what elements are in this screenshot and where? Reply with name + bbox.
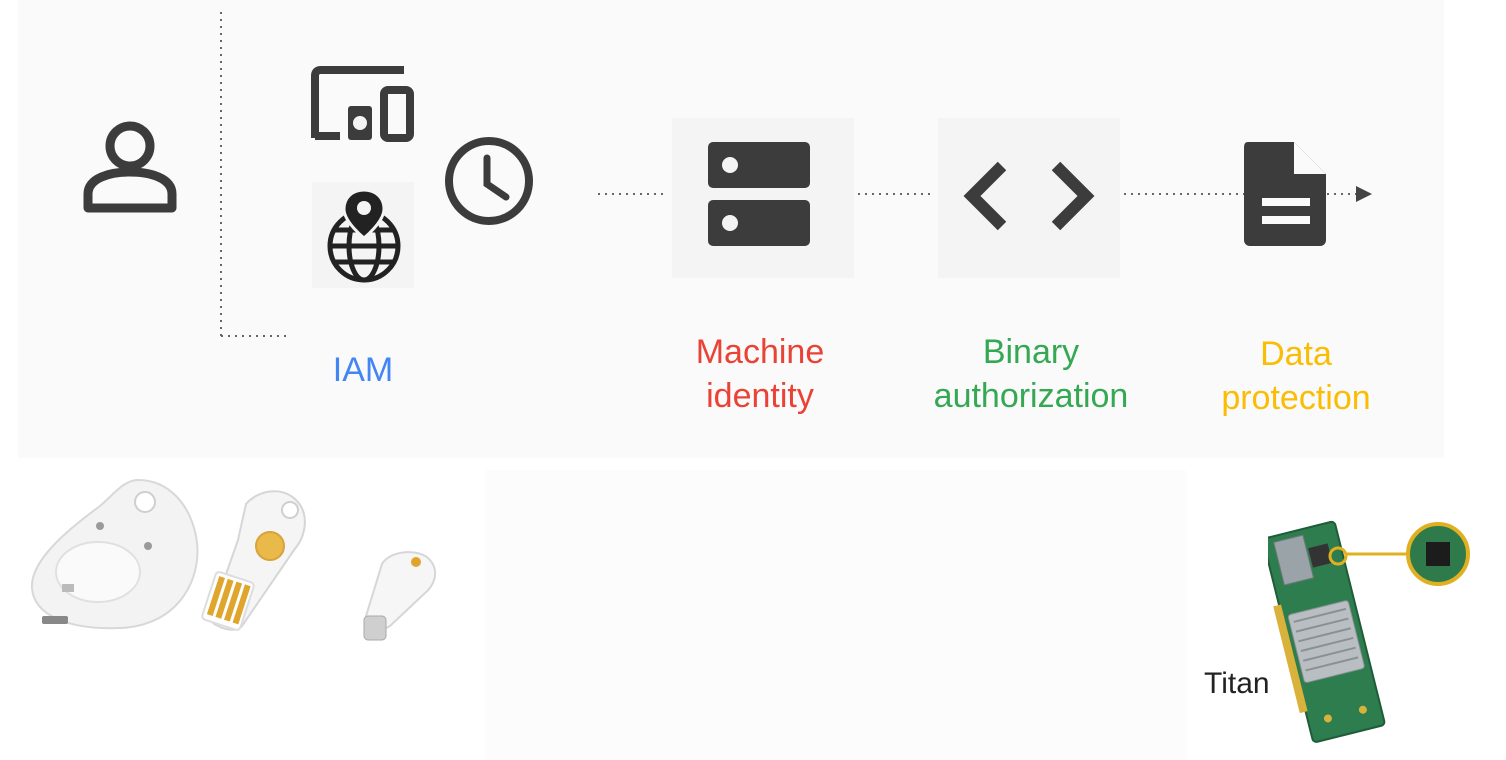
data-protection-line-1: Data	[1260, 335, 1332, 373]
bottom-middle-panel	[486, 470, 1186, 760]
server-icon	[708, 142, 810, 246]
devices-icon	[311, 66, 414, 142]
titan-label: Titan	[1204, 667, 1270, 700]
chip-highlight-circle	[1328, 546, 1348, 566]
bluetooth-security-key	[30, 478, 199, 630]
security-keys-image	[30, 478, 437, 641]
titan-chip	[1426, 542, 1450, 566]
machine-identity-line-1: Machine	[695, 333, 825, 371]
circuit-board	[1268, 520, 1386, 743]
globe-location-icon	[327, 188, 401, 283]
binary-authorization-label: Binary authorization	[908, 330, 1154, 418]
titan-chip-board-image	[1268, 520, 1470, 743]
arrow-head	[1356, 186, 1372, 202]
person-outline-icon	[83, 121, 177, 213]
clock-icon	[445, 137, 533, 225]
binary-authorization-line-2: authorization	[933, 377, 1129, 415]
data-protection-line-2: protection	[1221, 379, 1371, 417]
binary-authorization-line-1: Binary	[982, 333, 1080, 371]
data-protection-label: Data protection	[1196, 332, 1396, 420]
usb-a-security-key	[201, 490, 306, 631]
machine-identity-label: Machine identity	[660, 330, 860, 418]
machine-identity-line-2: identity	[706, 377, 814, 415]
usb-c-security-key	[363, 551, 437, 641]
code-brackets-icon	[963, 161, 1095, 231]
document-icon	[1244, 142, 1326, 246]
iam-label: IAM	[332, 351, 394, 389]
